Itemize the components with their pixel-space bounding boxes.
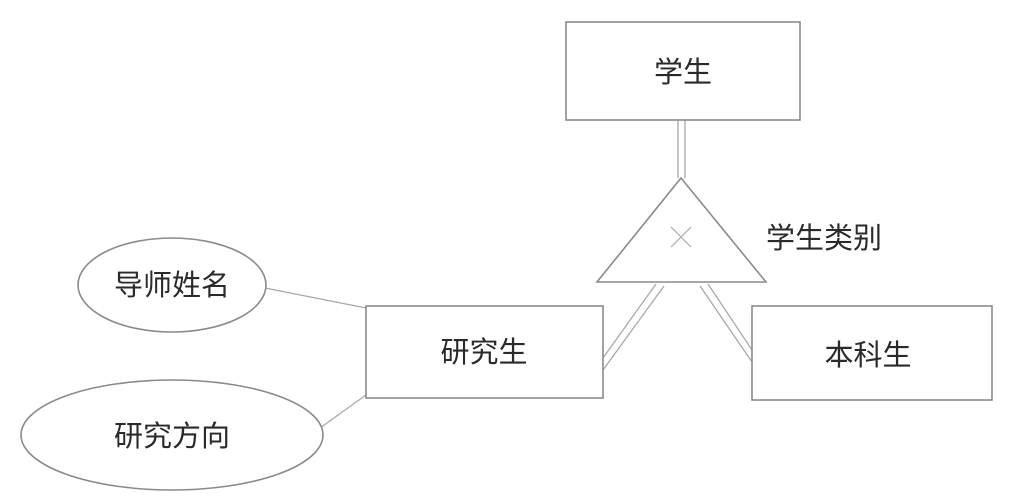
attribute-advisor-name-label: 导师姓名 — [114, 268, 230, 302]
attribute-advisor-name: 导师姓名 — [77, 237, 267, 333]
disjoint-mark — [670, 226, 692, 248]
specialization-undergraduate-connector — [699, 283, 753, 363]
entity-undergraduate: 本科生 — [751, 305, 993, 401]
entity-graduate: 研究生 — [365, 305, 604, 399]
entity-student: 学生 — [565, 21, 801, 121]
student-specialization-connector — [677, 120, 686, 178]
attribute-research-direction: 研究方向 — [20, 379, 324, 491]
specialization-graduate-connector — [602, 283, 665, 371]
entity-student-label: 学生 — [654, 55, 712, 89]
advisor-name-connector — [264, 287, 367, 309]
research-direction-connector — [319, 394, 367, 429]
specialization-triangle — [595, 176, 768, 283]
specialization-label: 学生类别 — [766, 221, 882, 255]
attribute-research-direction-label: 研究方向 — [114, 419, 230, 453]
entity-undergraduate-label: 本科生 — [824, 338, 911, 372]
entity-graduate-label: 研究生 — [440, 335, 527, 369]
